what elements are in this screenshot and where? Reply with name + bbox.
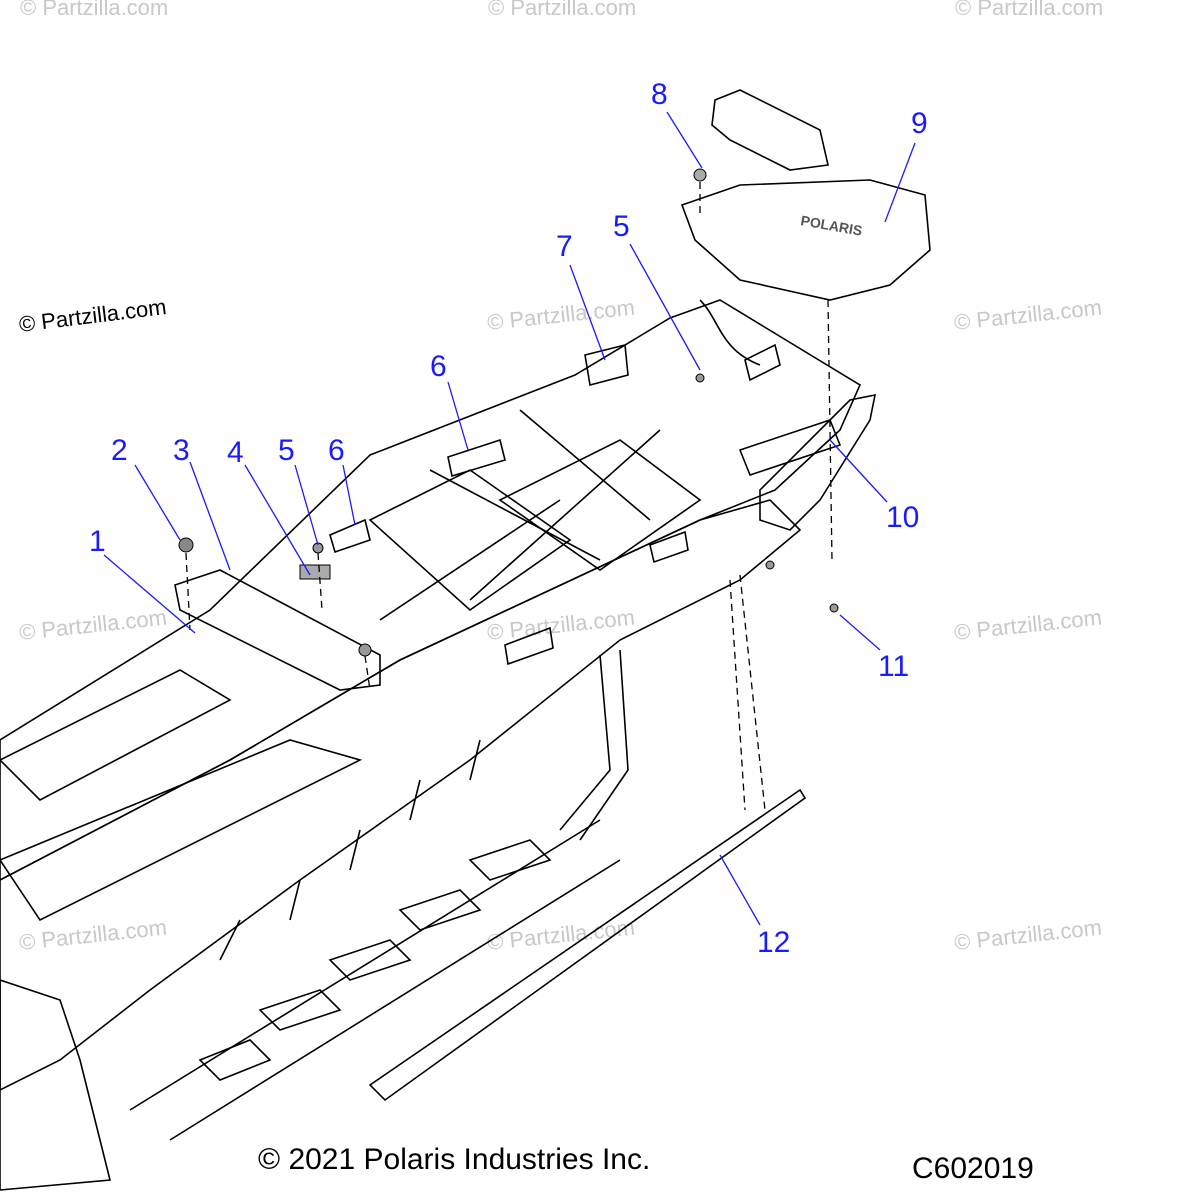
running-board-rail <box>129 819 621 1141</box>
watermark-tile: © Partzilla.com <box>953 915 1103 955</box>
tunnel-opening <box>498 439 702 571</box>
copyright-notice: © 2021 Polaris Industries Inc. <box>258 1143 651 1176</box>
callout-10: 10 <box>886 501 919 534</box>
callout-5: 5 <box>278 434 295 467</box>
callout-3: 3 <box>173 434 190 467</box>
watermark-main: © Partzilla.com <box>18 294 168 337</box>
deck-pad <box>738 419 842 476</box>
rear-storage-cover <box>680 179 931 301</box>
callout-7: 7 <box>556 230 573 263</box>
rear-storage-lid <box>711 89 829 171</box>
assembly-line <box>729 579 746 811</box>
tunnel-side-wall <box>0 499 802 1091</box>
rear-bumper-cap <box>759 393 877 531</box>
plate-pad <box>299 564 331 580</box>
leader-10 <box>829 439 888 503</box>
deck-pad <box>447 438 506 478</box>
callout-9: 9 <box>911 107 928 140</box>
tunnel-top-deck <box>0 299 862 881</box>
callout-8: 8 <box>651 78 668 111</box>
assembly-line <box>185 552 191 631</box>
callout-1: 1 <box>89 525 106 558</box>
callout-11: 11 <box>878 650 909 683</box>
assembly-line <box>317 552 323 611</box>
callout-leaders <box>103 111 916 926</box>
watermark-tile: © Partzilla.com <box>486 605 636 645</box>
callout-labels: 1 2 3 4 5 6 6 7 5 8 9 10 11 12 <box>89 78 928 959</box>
watermark-tile: © Partzilla.com <box>488 0 636 20</box>
assembly-line <box>364 655 371 691</box>
assembly-line <box>827 299 833 561</box>
rear-storage-assembly: POLARIS <box>680 89 931 382</box>
leader-5b <box>629 243 701 371</box>
watermark-tile: © Partzilla.com <box>18 605 168 645</box>
latch-cable <box>699 299 761 366</box>
polaris-logo-text: POLARIS <box>799 212 863 239</box>
nut <box>358 643 372 657</box>
watermark-tile: © Partzilla.com <box>953 605 1103 645</box>
deck-pads <box>329 343 842 666</box>
side-bracket-bar <box>559 649 629 841</box>
diagram-code: C602019 <box>912 1152 1034 1185</box>
leader-3 <box>189 461 231 571</box>
callout-6: 6 <box>328 434 345 467</box>
front-brace-assembly <box>174 537 381 691</box>
watermark-tile: © Partzilla.com <box>955 0 1103 20</box>
callout-6: 6 <box>430 350 447 383</box>
running-board-pad <box>0 739 363 922</box>
nut <box>178 537 194 553</box>
latch-bracket <box>744 343 781 382</box>
leader-5a <box>294 464 319 546</box>
running-board-steps <box>198 839 552 1081</box>
tunnel-opening <box>368 469 572 612</box>
side-rivet-marks <box>219 739 481 961</box>
leader-8 <box>666 111 703 169</box>
screw <box>765 560 775 570</box>
watermark-tile: © Partzilla.com <box>953 295 1103 335</box>
front-bulkhead <box>0 979 112 1191</box>
watermark-tile: © Partzilla.com <box>486 295 636 335</box>
deck-pad <box>649 530 689 564</box>
callout-4: 4 <box>227 436 244 469</box>
leader-2 <box>134 464 181 541</box>
leader-9 <box>884 142 916 223</box>
callout-2: 2 <box>111 434 128 467</box>
watermark-tile: © Partzilla.com <box>20 0 168 20</box>
tunnel-strip <box>368 788 807 1102</box>
screw <box>829 603 839 613</box>
leader-12 <box>719 854 761 926</box>
tunnel-assembly <box>0 299 877 1191</box>
leader-4 <box>244 464 311 576</box>
leader-1 <box>103 554 196 634</box>
leader-11 <box>839 614 881 651</box>
callout-5: 5 <box>613 210 630 243</box>
running-board-pad <box>0 669 232 801</box>
screw <box>695 373 705 383</box>
assembly-line <box>739 574 766 811</box>
leader-6b <box>447 381 469 451</box>
deck-pad <box>329 518 371 554</box>
push-rivet <box>693 168 707 182</box>
leader-7 <box>569 264 606 361</box>
tunnel-brace-bracket <box>174 569 381 691</box>
deck-pad <box>584 343 629 386</box>
deck-pad <box>504 626 554 666</box>
watermark-tiles: © Partzilla.com © Partzilla.com © Partzi… <box>18 0 1103 955</box>
callout-12: 12 <box>757 926 790 959</box>
deck-cross-brace <box>379 409 661 621</box>
leader-6a <box>342 464 356 526</box>
